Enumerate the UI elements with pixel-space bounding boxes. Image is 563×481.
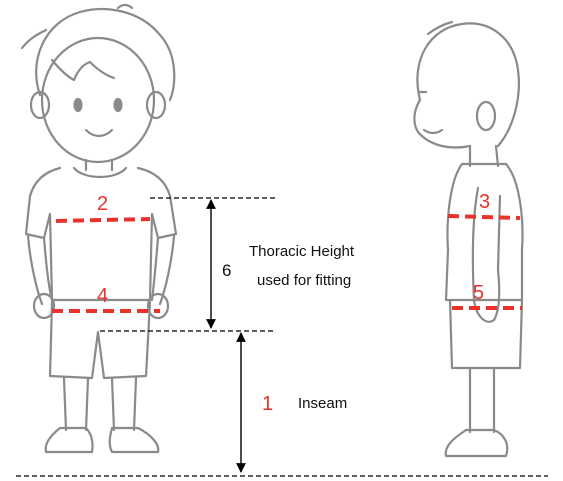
inseam-label: Inseam [298, 395, 347, 412]
marker-3: 3 [479, 191, 490, 213]
measurement-2-line [56, 219, 150, 221]
child-front-view [22, 5, 176, 452]
child-side-view [414, 22, 522, 456]
marker-5: 5 [473, 282, 484, 304]
marker-6: 6 [222, 261, 231, 280]
marker-4: 4 [97, 285, 108, 307]
marker-2: 2 [97, 193, 108, 215]
thoracic-height-sublabel: used for fitting [257, 272, 351, 289]
thoracic-height-label: Thoracic Height [249, 243, 355, 260]
marker-1: 1 [262, 393, 273, 415]
measurement-3-line [448, 216, 520, 218]
